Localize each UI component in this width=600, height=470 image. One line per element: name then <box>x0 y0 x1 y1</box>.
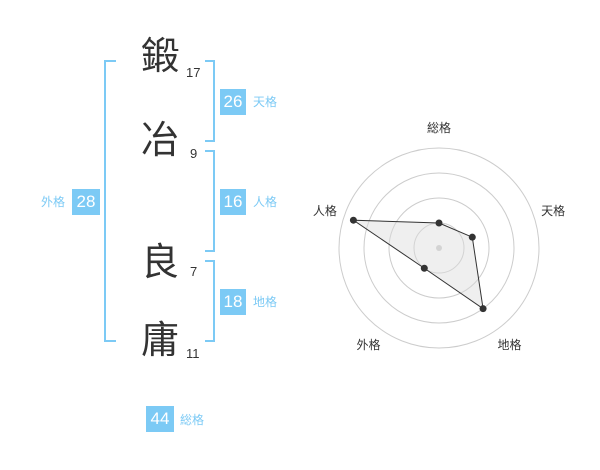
name-char-1: 鍛 <box>140 34 179 78</box>
gaikaku-value: 28 <box>72 189 100 215</box>
stroke-count-3: 7 <box>190 264 198 279</box>
chikaku-bracket <box>205 260 215 342</box>
radar-ring <box>388 197 490 299</box>
jinkaku-bracket <box>205 150 215 252</box>
name-char-3: 良 <box>140 240 179 284</box>
stroke-count-1: 17 <box>186 65 201 80</box>
radar-point-1 <box>435 219 443 227</box>
radar-point-3 <box>479 305 487 313</box>
name-char-4: 庸 <box>140 318 179 362</box>
jinkaku-value: 16 <box>220 189 246 215</box>
stroke-count-4: 11 <box>186 346 200 361</box>
chikaku-label: 地格 <box>253 295 278 309</box>
tenkaku-value: 26 <box>220 89 246 115</box>
radar-series-area <box>351 219 484 310</box>
gaikaku-label: 外格 <box>41 195 66 209</box>
tenkaku-bracket <box>205 60 215 142</box>
radar-ring <box>363 172 515 324</box>
radar-point-4 <box>420 264 428 272</box>
chikaku-value: 18 <box>220 289 246 315</box>
radar-axis-label-2: 天格 <box>541 203 565 218</box>
soukaku-value: 44 <box>146 406 174 432</box>
radar-axis-label-4: 外格 <box>356 337 380 352</box>
gaikaku-bracket <box>104 60 116 342</box>
radar-axis-label-5: 人格 <box>313 203 337 218</box>
soukaku-label: 総格 <box>180 413 205 427</box>
name-char-2: 冶 <box>140 118 179 162</box>
radar-point-2 <box>468 233 476 241</box>
jinkaku-label: 人格 <box>253 195 278 209</box>
stroke-count-2: 9 <box>190 146 198 161</box>
radar-axis-label-1: 総格 <box>427 120 451 135</box>
radar-center <box>436 245 442 251</box>
tenkaku-label: 天格 <box>253 95 278 109</box>
radar-point-5 <box>349 216 357 224</box>
radar-ring <box>338 147 540 349</box>
radar-axis-label-3: 地格 <box>498 337 522 352</box>
